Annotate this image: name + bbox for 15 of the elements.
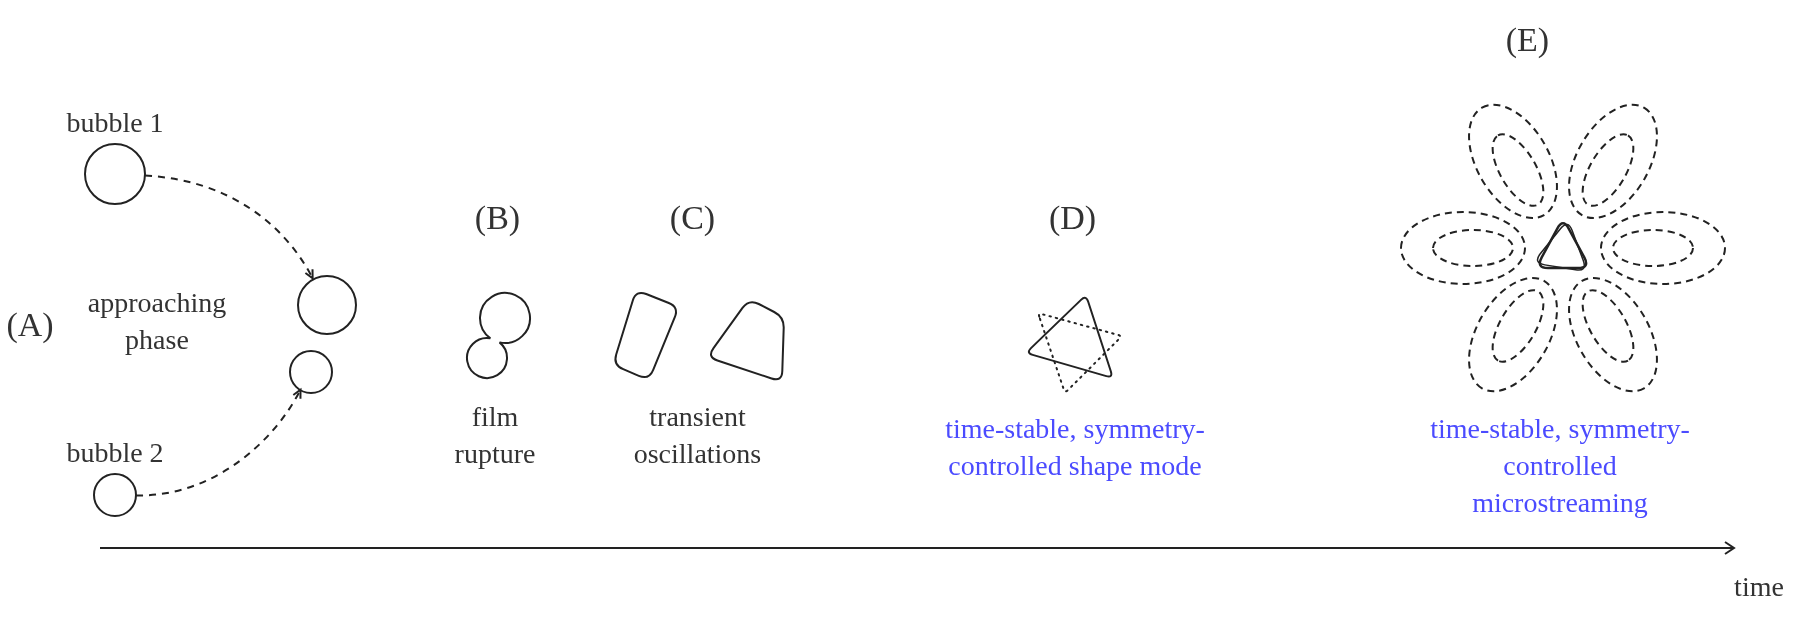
bubble-label: bubble 2	[66, 436, 164, 470]
stage-description: time-stable, symmetry-controlled shape mode	[944, 412, 1206, 483]
stage-letter: (A)	[5, 305, 55, 345]
axis-label: time	[1733, 570, 1785, 604]
dashed-arrow	[135, 388, 302, 497]
dashed-arrow	[143, 174, 314, 280]
stage-letter: (B)	[473, 198, 522, 238]
stage-letter: (E)	[1504, 20, 1551, 60]
stage-label: transient oscillations	[632, 400, 763, 471]
stage-letter: (C)	[668, 198, 717, 238]
stage-description: time-stable, symmetry-controlled microstreaming	[1429, 412, 1691, 520]
bubble-label: bubble 1	[66, 106, 164, 140]
stage-label: film rupture	[453, 400, 537, 471]
stage-letter: (D)	[1047, 198, 1098, 238]
stage-label: approaching phase	[86, 286, 228, 357]
